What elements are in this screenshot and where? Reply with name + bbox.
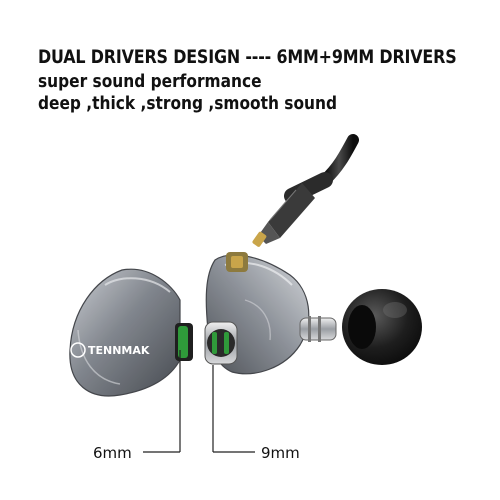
gold-pin — [252, 231, 267, 247]
brand-logo-text: TENNMAK — [88, 344, 150, 357]
brand-logo — [70, 342, 86, 358]
callout-9mm: 9mm — [261, 444, 300, 462]
subtitle-sound-performance: super sound performance — [38, 72, 262, 92]
right-earpiece — [204, 252, 337, 375]
driver-9mm-indicator — [212, 332, 217, 354]
left-earpiece: TENNMAK — [69, 268, 193, 397]
cable — [252, 134, 359, 247]
callout-6mm: 6mm — [93, 444, 132, 462]
ear-tip — [342, 289, 422, 365]
callout-lines — [143, 350, 255, 453]
headline: DUAL DRIVERS DESIGN ---- 6MM+9MM DRIVERS — [38, 47, 457, 68]
subtitle-sound-description: deep ,thick ,strong ,smooth sound — [38, 94, 337, 114]
